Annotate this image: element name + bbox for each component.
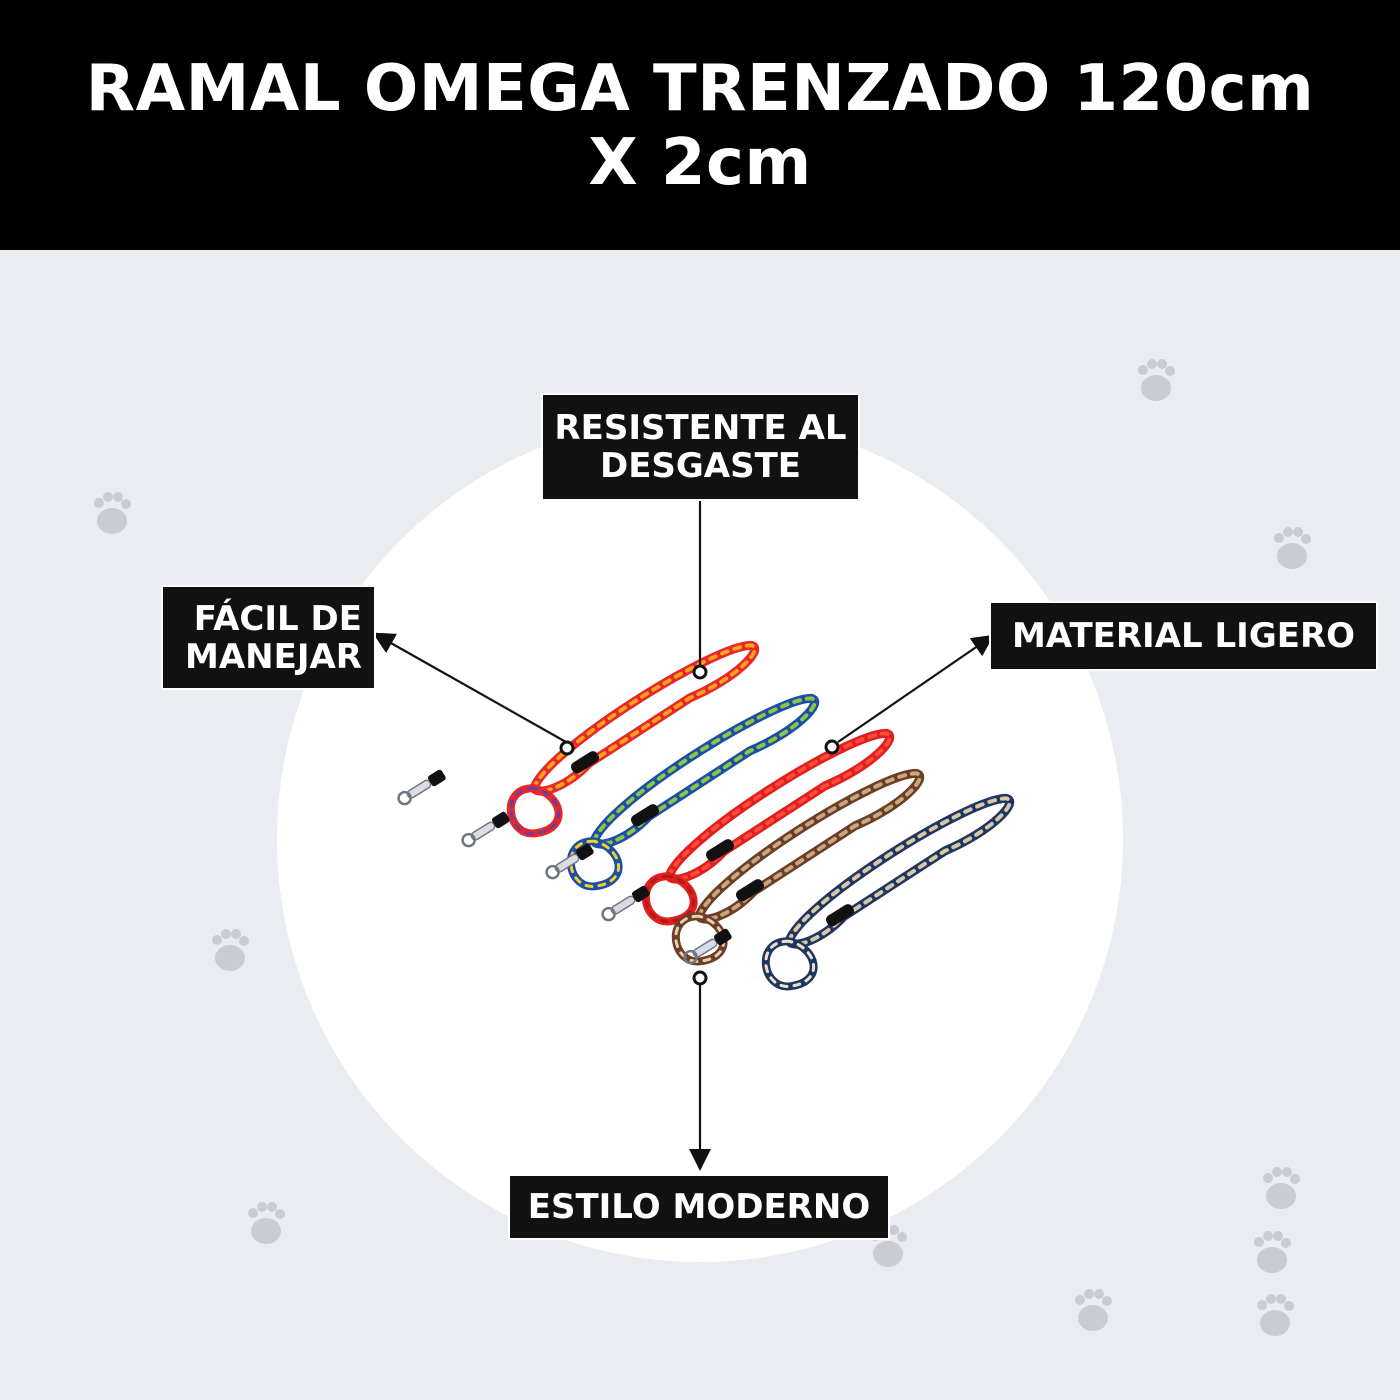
leash-snap-hook-icon: [397, 769, 446, 806]
anchor-dot-facil: [559, 740, 575, 756]
callout-resistente-al-desgaste: RESISTENTE AL DESGASTE: [543, 395, 858, 499]
leash-rope: [531, 643, 757, 794]
leash-rojo-multicolor: [506, 640, 760, 838]
header-bar: RAMAL OMEGA TRENZADO 120cm X 2cm: [0, 0, 1400, 250]
leash-rope: [664, 728, 895, 884]
leash-grip: [570, 751, 599, 774]
leash-azul-beige: [761, 793, 1015, 991]
anchor-dot-resistente: [692, 664, 708, 680]
leash-cafe-beige: [671, 768, 925, 966]
paw-icon: [94, 492, 131, 534]
leash-handle-loop: [674, 914, 725, 963]
leash-azul-verde: [566, 693, 820, 891]
paw-icon: [1138, 359, 1175, 401]
leash-rope: [696, 771, 922, 922]
paw-icon: [1263, 1167, 1300, 1209]
paw-icon: [1075, 1289, 1112, 1331]
callout-facil-de-manejar: FÁCIL DE MANEJAR: [163, 587, 374, 688]
paw-icon: [1257, 1294, 1294, 1336]
page-title: RAMAL OMEGA TRENZADO 120cm X 2cm: [0, 52, 1400, 200]
leash-grip: [630, 804, 659, 827]
leash-handle-loop: [764, 939, 815, 988]
title-line-1: RAMAL OMEGA TRENZADO 120cm: [85, 52, 1315, 126]
leash-handle-loop: [569, 839, 620, 888]
callout-text-line: ESTILO MODERNO: [527, 1187, 871, 1227]
leash-rope: [666, 731, 892, 882]
leash-rojo: [641, 728, 895, 926]
callout-text-line: FÁCIL DE: [193, 598, 362, 639]
leash-grip: [735, 879, 764, 902]
leash-grip: [825, 904, 854, 927]
paw-icon: [1254, 1231, 1291, 1273]
leash-product-image: [397, 640, 1015, 991]
leash-rope: [784, 793, 1015, 949]
leash-handle-loop: [644, 874, 695, 923]
leash-rope: [591, 696, 817, 847]
leash-snap-hook-icon: [601, 885, 650, 922]
callout-text-line: MANEJAR: [185, 636, 362, 677]
leash-handle-loop: [509, 786, 560, 835]
paw-icon: [212, 929, 249, 971]
connector-material: [837, 634, 995, 743]
connector-facil: [372, 632, 567, 743]
leash-rope: [529, 640, 760, 796]
paw-icon: [248, 1202, 285, 1244]
callout-text-line: RESISTENTE AL: [554, 408, 847, 448]
anchor-dot-estilo: [692, 970, 708, 986]
anchor-dot-material: [824, 739, 840, 755]
callout-text-line: DESGASTE: [599, 446, 802, 486]
leash-rope: [786, 796, 1012, 947]
leash-grip: [705, 839, 734, 862]
title-line-2: X 2cm: [588, 126, 812, 200]
leash-snap-hook-icon: [545, 843, 594, 880]
callout-connectors: [372, 501, 995, 1171]
leash-snap-hook-icon: [683, 928, 732, 965]
callout-text-line: MATERIAL LIGERO: [1011, 616, 1356, 656]
callout-estilo-moderno: ESTILO MODERNO: [510, 1176, 888, 1238]
paw-icon: [1274, 527, 1311, 569]
callout-material-ligero: MATERIAL LIGERO: [991, 603, 1376, 669]
leash-snap-hook-icon: [461, 811, 510, 848]
